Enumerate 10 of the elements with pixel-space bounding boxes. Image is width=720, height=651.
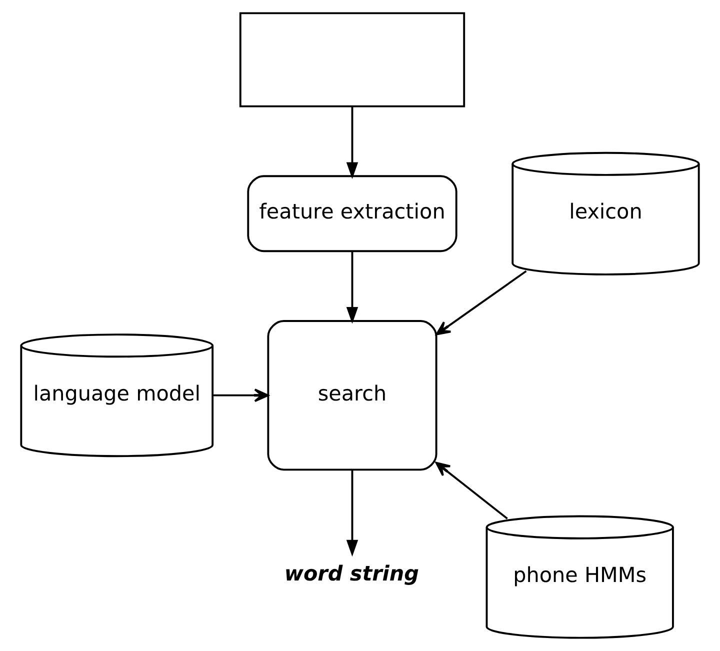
arrow: [346, 106, 358, 180]
arrow: [346, 251, 358, 324]
arrow: [435, 462, 508, 520]
arrow: [346, 470, 358, 557]
node-text: word string: [284, 562, 419, 586]
node-box: feature extraction: [247, 175, 458, 252]
arrow: [436, 270, 527, 336]
arrow: [212, 388, 269, 402]
node-box: [239, 12, 466, 108]
node-box: search: [267, 320, 438, 471]
